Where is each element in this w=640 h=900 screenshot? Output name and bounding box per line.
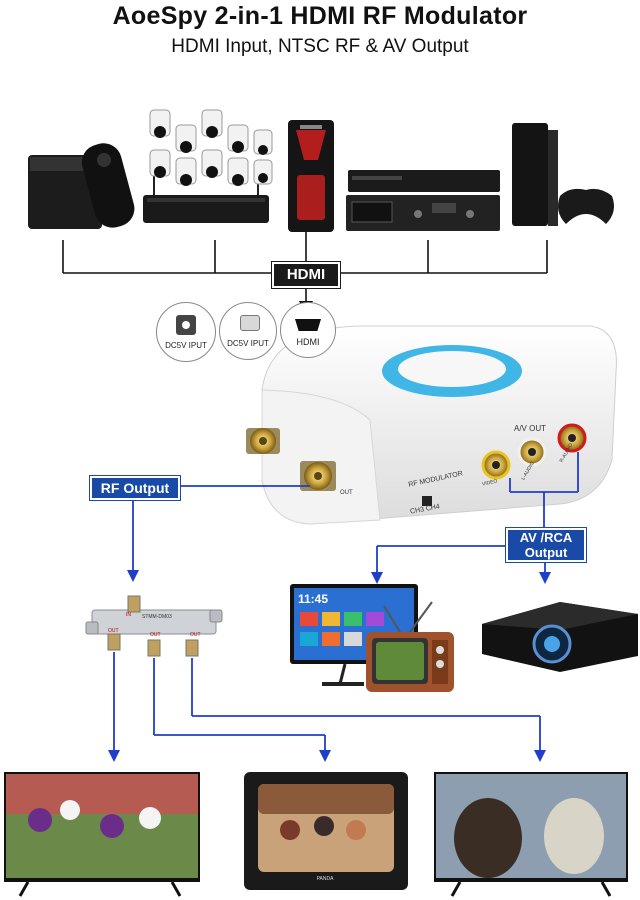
av-rca-line1: AV /RCA xyxy=(519,530,573,545)
cctv-nvr-kit xyxy=(143,109,273,223)
hdmi-port-label: HDMI xyxy=(296,337,320,347)
splitter-out3-label: OUT xyxy=(190,632,201,638)
splitter-out1-label: OUT xyxy=(108,628,119,634)
page-title: AoeSpy 2-in-1 HDMI RF Modulator xyxy=(112,2,528,30)
dc-pin-port-icon: DC5V IPUT xyxy=(219,302,277,360)
channel-switch xyxy=(422,496,432,506)
splitter-model-label: STMM-DM03 xyxy=(142,614,172,620)
splitter-out2-label: OUT xyxy=(150,632,161,638)
flat-tv xyxy=(290,584,418,686)
rf-out-f-connector xyxy=(300,461,336,491)
coax-splitter xyxy=(85,595,223,657)
page-subtitle: HDMI Input, NTSC RF & AV Output xyxy=(171,36,469,57)
splitter-in-label: IN xyxy=(126,612,131,618)
splitter-output-lines xyxy=(108,652,546,762)
game-console xyxy=(512,123,614,226)
dc-barrel-label: DC5V IPUT xyxy=(165,341,207,350)
rf-modulator-device xyxy=(246,325,617,525)
rf-output-tag: RF Output xyxy=(90,476,180,500)
tv-clock-text: 11:45 xyxy=(298,592,329,606)
projector xyxy=(482,602,638,672)
rca-jacks xyxy=(481,423,587,480)
dc-pin-label: DC5V IPUT xyxy=(227,339,269,348)
out-label: OUT xyxy=(340,490,353,496)
rf-f-connector xyxy=(246,428,280,454)
retro-crt-tv xyxy=(366,601,454,692)
rf-output-lines xyxy=(127,485,310,582)
av-rca-line2: Output xyxy=(524,545,568,560)
av-out-label: A/V OUT xyxy=(514,424,547,433)
crt-brand-label: PANDA xyxy=(316,876,334,882)
hdmi-tag: HDMI xyxy=(272,262,340,288)
dvd-players xyxy=(346,170,500,231)
hdmi-port-icon: HDMI xyxy=(280,302,336,358)
gaming-pc xyxy=(288,120,334,232)
crt-tv xyxy=(244,772,408,890)
av-output-lines xyxy=(371,452,579,584)
av-rca-output-tag: AV /RCA Output xyxy=(506,528,586,562)
dc-barrel-port-icon: DC5V IPUT xyxy=(156,302,216,362)
fantasy-tv xyxy=(434,772,628,897)
remote-control xyxy=(81,143,135,228)
football-tv xyxy=(4,772,200,897)
